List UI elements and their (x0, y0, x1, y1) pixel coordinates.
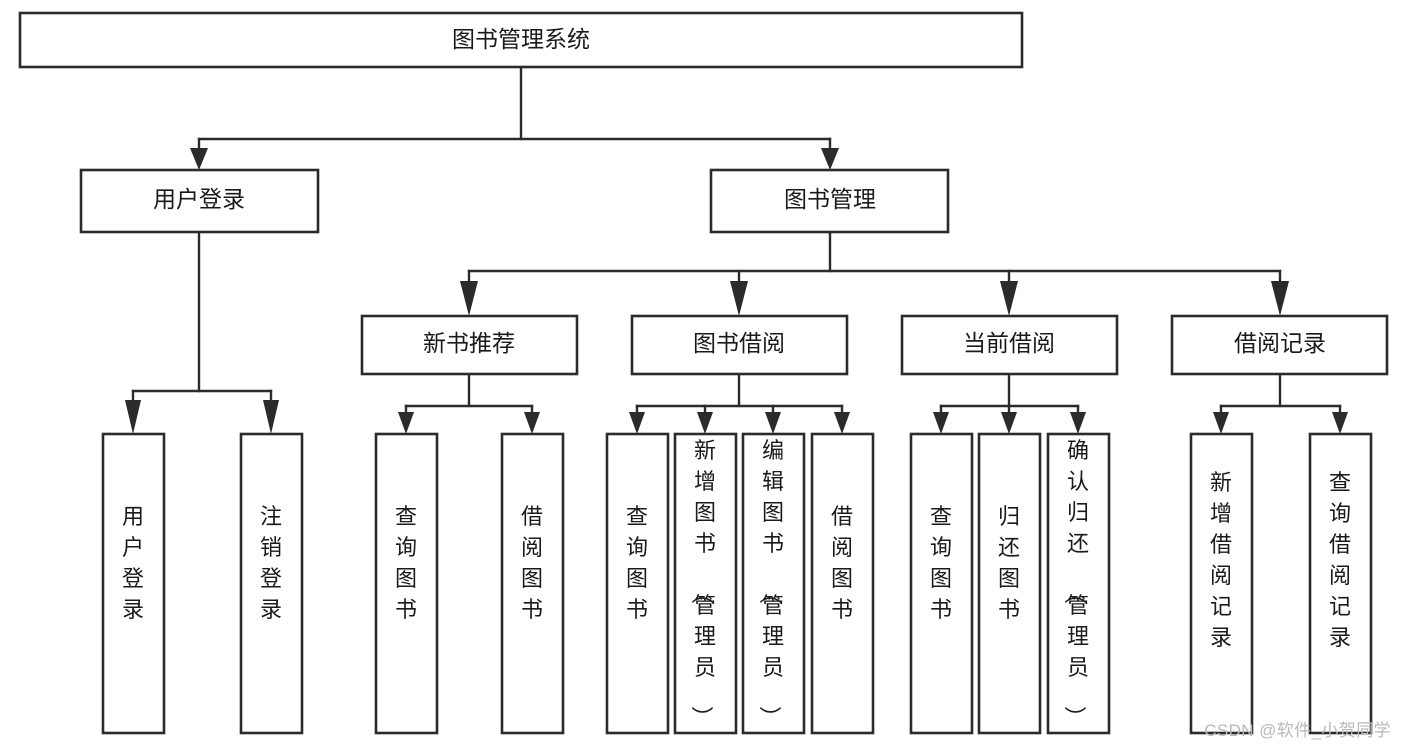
node-current-borrow-box[interactable] (900, 314, 1119, 376)
node-root-box[interactable] (18, 11, 1024, 69)
leaf-box[interactable] (673, 432, 738, 735)
leaf-label: 查询图书 (930, 504, 952, 622)
leaf-label: 用户登录 (122, 504, 144, 622)
leaf-book-borrow-1[interactable]: 新增图书（管理员） (673, 432, 738, 735)
leaf-label: 注销登录 (260, 504, 282, 622)
leaf-label: 确认归还（管理员） (1062, 438, 1089, 728)
leaf-label: 借阅图书 (831, 504, 853, 622)
node-new-book-recommend-label: 新书推荐 (423, 330, 515, 356)
arrowhead-to-book-borrow (730, 281, 748, 316)
node-borrow-record[interactable]: 借阅记录 (1170, 314, 1389, 376)
leaf-box[interactable] (500, 432, 565, 735)
arrowhead-to-borrow-record (1271, 281, 1289, 316)
arrowhead-currentborrow-leaf-2 (1001, 412, 1017, 434)
connectors (125, 65, 1348, 434)
csdn-watermark: CSDN @软件_小贺同学 (1204, 721, 1391, 740)
arrowhead-to-current-borrow (1000, 281, 1018, 316)
leaf-box[interactable] (1308, 432, 1373, 735)
node-user-login-box[interactable] (79, 168, 320, 234)
leaf-current-borrow-1[interactable]: 归还图书 (977, 432, 1042, 735)
leaf-label: 查询借阅记录 (1329, 470, 1351, 650)
node-book-borrow-label: 图书借阅 (693, 330, 785, 356)
arrowhead-bookborrow-leaf-4 (834, 412, 850, 434)
arrowhead-currentborrow-leaf-1 (933, 412, 949, 434)
node-current-borrow[interactable]: 当前借阅 (900, 314, 1119, 376)
leaf-box[interactable] (239, 432, 304, 735)
node-book-borrow-box[interactable] (630, 314, 849, 376)
leaf-label: 编辑图书（管理员） (757, 438, 784, 728)
leaf-box[interactable] (741, 432, 806, 735)
arrowhead-to-book-management (821, 148, 839, 170)
arrowhead-borrowrecord-leaf-1 (1213, 412, 1229, 434)
arrowhead-borrowrecord-leaf-2 (1332, 412, 1348, 434)
arrowhead-user-leaf-1 (125, 400, 141, 434)
node-root[interactable]: 图书管理系统 (18, 11, 1024, 69)
leaf-current-borrow-2[interactable]: 确认归还（管理员） (1046, 432, 1111, 735)
leaf-label: 借阅图书 (521, 504, 543, 622)
arrowhead-currentborrow-leaf-3 (1070, 412, 1086, 434)
leaf-book-borrow-2[interactable]: 编辑图书（管理员） (741, 432, 806, 735)
leaf-book-borrow-0[interactable]: 查询图书 (605, 432, 670, 735)
leaf-user-login-0[interactable]: 用户登录 (101, 432, 166, 735)
leaf-new-book-recommend-1[interactable]: 借阅图书 (500, 432, 565, 735)
arrowhead-to-user-login (190, 148, 208, 170)
node-book-management-label: 图书管理 (784, 186, 876, 212)
node-new-book-recommend-box[interactable] (360, 314, 579, 376)
leaf-label: 查询图书 (626, 504, 648, 622)
node-current-borrow-label: 当前借阅 (963, 330, 1055, 356)
node-root-label: 图书管理系统 (452, 26, 590, 52)
leaf-label: 新增借阅记录 (1210, 470, 1232, 650)
node-book-borrow[interactable]: 图书借阅 (630, 314, 849, 376)
node-borrow-record-label: 借阅记录 (1234, 330, 1326, 356)
leaf-book-borrow-3[interactable]: 借阅图书 (810, 432, 875, 735)
arrowhead-newbook-leaf-1 (398, 412, 414, 434)
arrowhead-bookborrow-leaf-1 (629, 412, 645, 434)
leaf-user-login-1[interactable]: 注销登录 (239, 432, 304, 735)
leaf-label: 归还图书 (998, 504, 1020, 622)
leaf-box[interactable] (101, 432, 166, 735)
leaf-box[interactable] (909, 432, 974, 735)
leaf-borrow-record-0[interactable]: 新增借阅记录 (1189, 432, 1254, 735)
leaf-borrow-record-1[interactable]: 查询借阅记录 (1308, 432, 1373, 735)
leaf-box[interactable] (977, 432, 1042, 735)
leaf-new-book-recommend-0[interactable]: 查询图书 (374, 432, 439, 735)
arrowhead-bookborrow-leaf-2 (697, 412, 713, 434)
arrowhead-to-new-book (460, 281, 478, 316)
node-user-login[interactable]: 用户登录 (79, 168, 320, 234)
node-borrow-record-box[interactable] (1170, 314, 1389, 376)
leaf-box[interactable] (1046, 432, 1111, 735)
arrowhead-newbook-leaf-2 (524, 412, 540, 434)
leaf-current-borrow-0[interactable]: 查询图书 (909, 432, 974, 735)
leaf-box[interactable] (810, 432, 875, 735)
node-new-book-recommend[interactable]: 新书推荐 (360, 314, 579, 376)
leaf-box[interactable] (1189, 432, 1254, 735)
arrowhead-bookborrow-leaf-3 (765, 412, 781, 434)
node-book-management-box[interactable] (709, 168, 950, 234)
leaf-box[interactable] (605, 432, 670, 735)
leaf-box[interactable] (374, 432, 439, 735)
node-book-management[interactable]: 图书管理 (709, 168, 950, 234)
leaf-label: 新增图书（管理员） (689, 438, 716, 728)
leaf-label: 查询图书 (395, 504, 417, 622)
arrowhead-user-leaf-2 (263, 400, 279, 434)
node-user-login-label: 用户登录 (153, 186, 245, 212)
